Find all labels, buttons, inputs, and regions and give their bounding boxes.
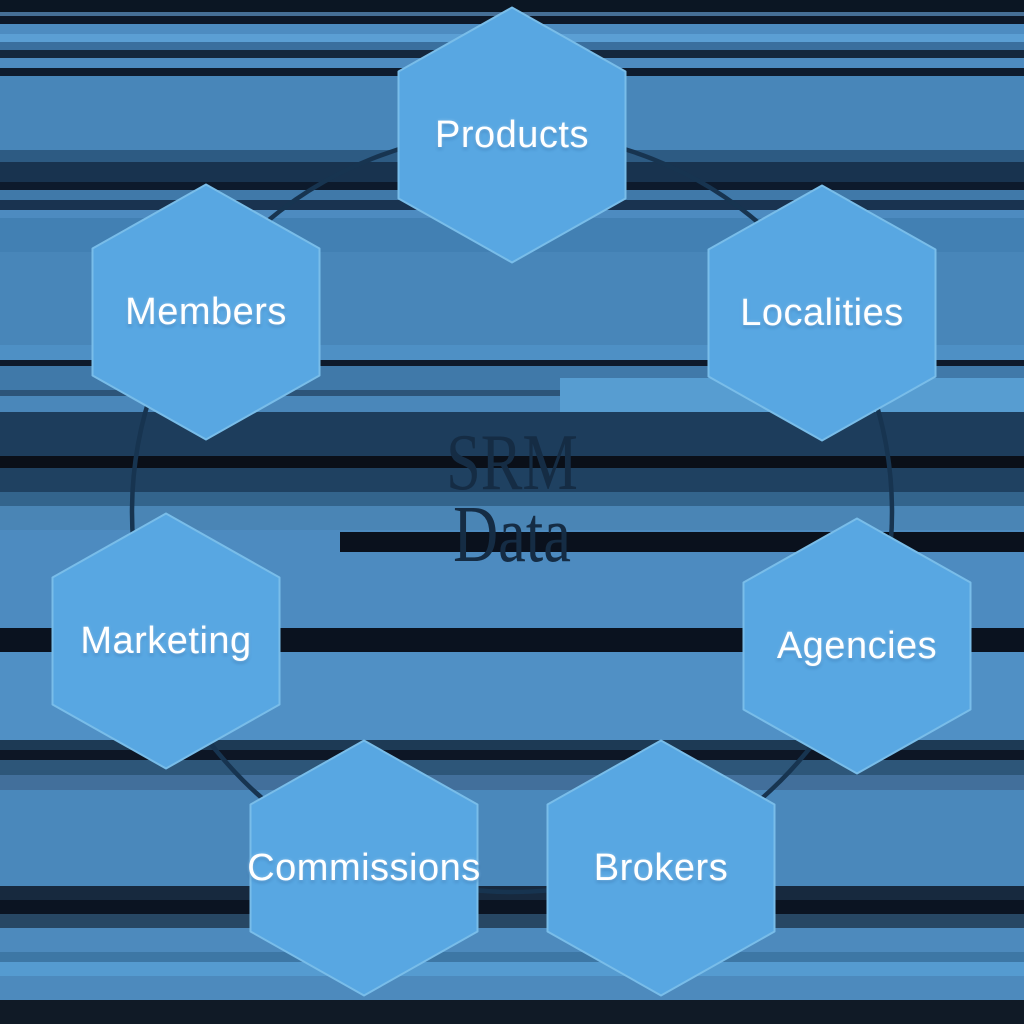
- hexagon-shape-icon: [546, 739, 776, 997]
- hexagon-shape-icon: [707, 184, 937, 442]
- hexagon-shape-icon: [742, 517, 972, 775]
- hex-node-label: Marketing: [80, 619, 252, 662]
- hex-node-marketing: Marketing: [51, 512, 281, 770]
- center-title-line1: SRM: [446, 419, 578, 507]
- hexagon-shape-icon: [249, 739, 479, 997]
- hexagon-shape-icon: [397, 6, 627, 264]
- hex-node-label: Members: [125, 290, 287, 333]
- hex-node-localities: Localities: [707, 184, 937, 442]
- hex-node-label: Products: [435, 113, 589, 156]
- hex-node-label: Agencies: [776, 624, 938, 667]
- diagram-center-title: SRM Data: [113, 419, 912, 579]
- hex-node-products: Products: [397, 6, 627, 264]
- hexagon-shape-icon: [91, 183, 321, 441]
- hexagon-shape-icon: [51, 512, 281, 770]
- hex-node-brokers: Brokers: [546, 739, 776, 997]
- hex-node-agencies: Agencies: [742, 517, 972, 775]
- center-title-line2: Data: [453, 491, 571, 579]
- hex-node-label: Brokers: [593, 846, 729, 889]
- hex-node-label: Commissions: [247, 846, 481, 889]
- hex-node-label: Localities: [740, 291, 904, 334]
- hex-node-commissions: Commissions: [247, 739, 481, 997]
- hex-node-members: Members: [91, 183, 321, 441]
